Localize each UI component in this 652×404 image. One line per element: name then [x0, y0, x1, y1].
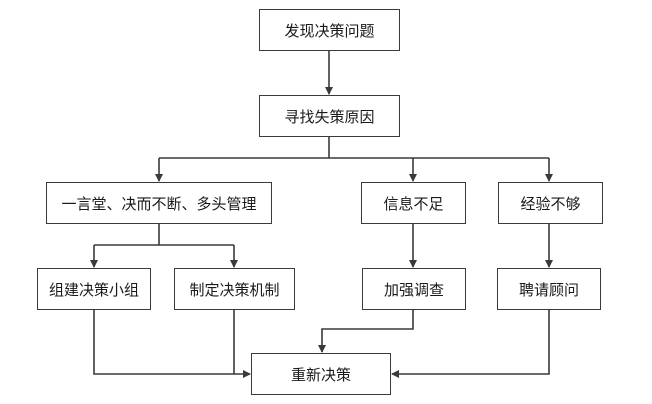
node-management-issues: 一言堂、决而不断、多头管理 [46, 182, 272, 224]
edge-survey-redecide [318, 310, 414, 353]
node-discover-problem: 发现决策问题 [259, 9, 400, 51]
node-find-cause: 寻找失策原因 [259, 95, 400, 137]
node-redecide-label: 重新决策 [290, 365, 351, 384]
node-form-team: 组建决策小组 [37, 268, 151, 310]
node-find-cause-label: 寻找失策原因 [284, 107, 375, 126]
node-hire-consultant: 聘请顾问 [497, 268, 601, 310]
edge-consultant-redecide [391, 310, 550, 378]
node-insufficient-info-label: 信息不足 [383, 194, 444, 213]
node-insufficient-info: 信息不足 [361, 182, 466, 224]
node-hire-consultant-label: 聘请顾问 [518, 280, 579, 299]
node-strengthen-survey-label: 加强调查 [383, 280, 444, 299]
node-insufficient-experience: 经验不够 [498, 182, 603, 224]
node-discover-problem-label: 发现决策问题 [284, 21, 375, 40]
node-insufficient-experience-label: 经验不够 [520, 194, 581, 213]
node-form-team-label: 组建决策小组 [48, 280, 139, 299]
node-set-mechanism: 制定决策机制 [174, 268, 295, 310]
node-strengthen-survey: 加强调查 [362, 268, 466, 310]
node-redecide: 重新决策 [251, 353, 391, 395]
node-management-issues-label: 一言堂、决而不断、多头管理 [61, 194, 257, 213]
edge-team-redecide [93, 310, 251, 378]
node-set-mechanism-label: 制定决策机制 [189, 280, 280, 299]
